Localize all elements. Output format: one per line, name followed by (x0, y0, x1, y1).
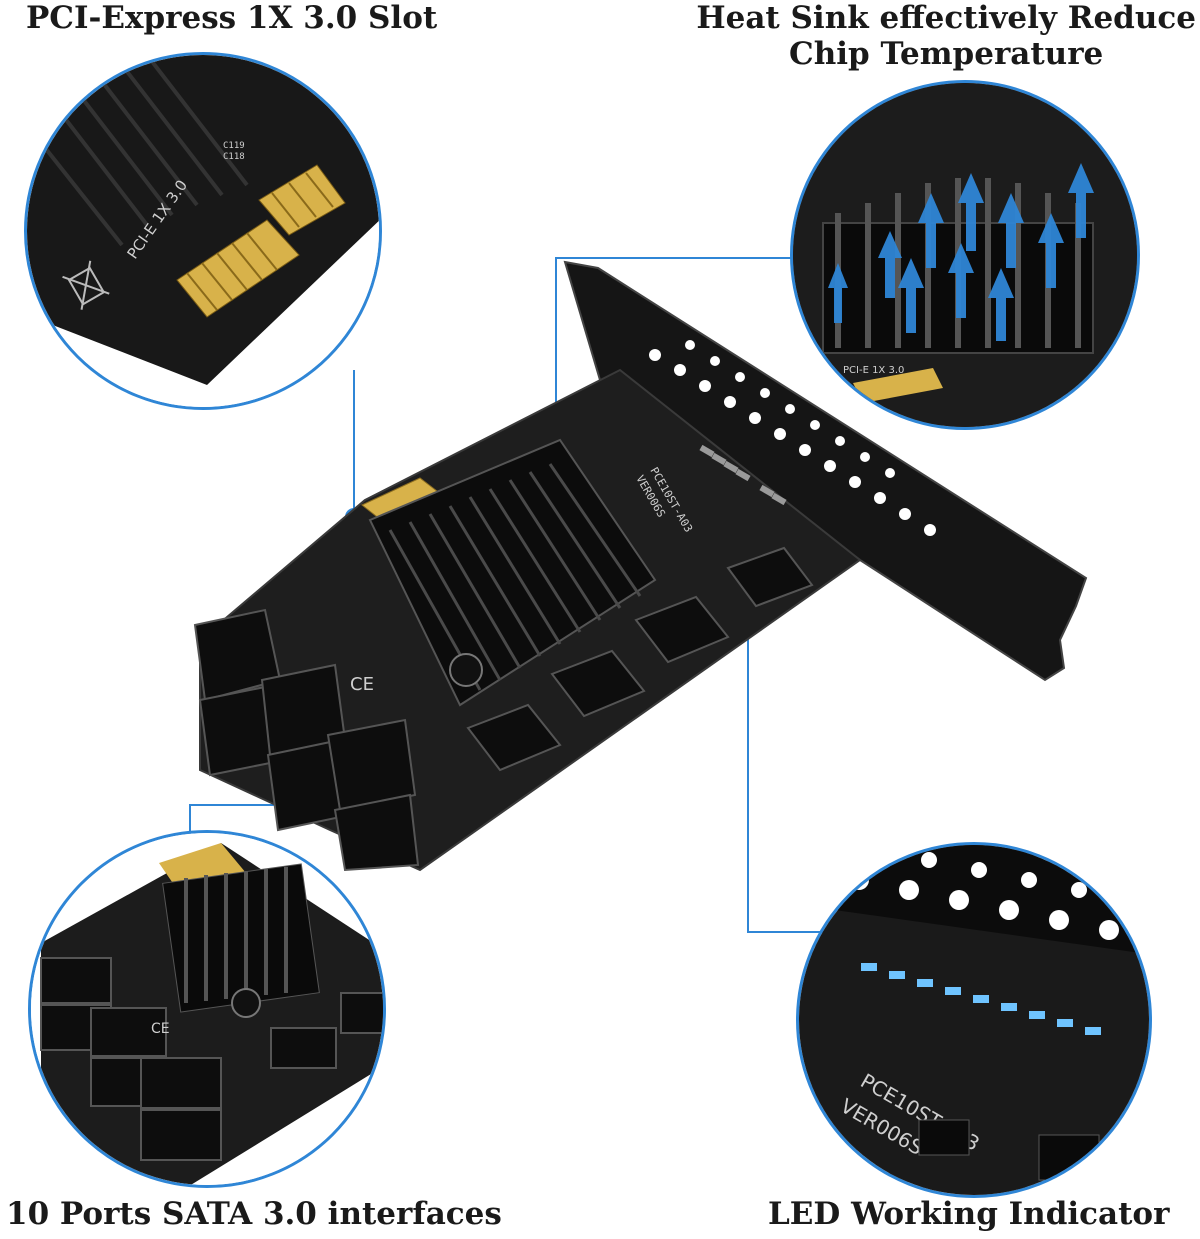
zoom-heat-sink: PCI-E 1X 3.0 (790, 80, 1140, 430)
heat-sink-marking-text: PCI-E 1X 3.0 (843, 365, 904, 376)
sata-ports-stacked (193, 608, 420, 872)
zoom-led-indicator: PCE10ST-A03 VER006S (796, 842, 1152, 1198)
caption-sata-ports: 10 Ports SATA 3.0 interfaces (6, 1196, 502, 1232)
caption-heat-sink: Heat Sink effectively Reduce Chip Temper… (696, 0, 1196, 72)
heat-sink-closeup: PCI-E 1X 3.0 (793, 83, 1137, 427)
zoom-sata-ports: CE (28, 830, 386, 1188)
led-closeup: PCE10ST-A03 VER006S (799, 845, 1149, 1195)
caption-heat-sink-line2: Chip Temperature (789, 36, 1104, 72)
sata-ports-row (466, 546, 814, 772)
pcie-connector-closeup: PCI-E 1X 3.0 C119 C118 (27, 55, 379, 407)
caption-heat-sink-line1: Heat Sink effectively Reduce (696, 0, 1196, 36)
ce-mark-icon: CE (151, 1021, 170, 1037)
weee-bin-icon (62, 260, 110, 310)
caption-led-indicator: LED Working Indicator (768, 1196, 1170, 1232)
led-indicator-icons (861, 963, 1101, 1035)
led-indicators (699, 444, 787, 506)
capacitor-label-1: C119 (223, 141, 245, 151)
bracket-vent-holes (649, 340, 936, 536)
sata-ports-closeup: CE (31, 833, 383, 1185)
chip (918, 1119, 970, 1156)
airflow-arrow-icons (828, 163, 1094, 341)
capacitor-label-2: C118 (223, 152, 245, 162)
caption-pcie-slot: PCI-Express 1X 3.0 Slot (26, 0, 438, 36)
heat-sink (368, 438, 657, 707)
zoom-pcie-connector: PCI-E 1X 3.0 C119 C118 (24, 52, 382, 410)
ce-mark-icon: CE (350, 674, 374, 695)
